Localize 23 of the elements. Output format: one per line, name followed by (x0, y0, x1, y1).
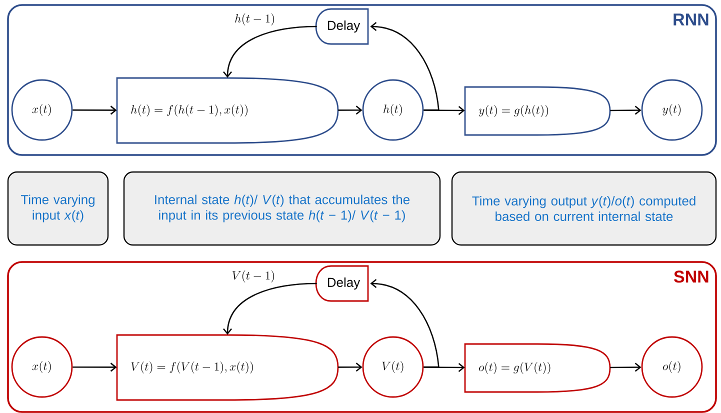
note-box: Internal state h(t)/ V(t) that accumulates the input in its previous state h(t − 1)/ V(t − 1) (123, 171, 441, 246)
delay-block: Delay (315, 265, 369, 302)
edge-label: $V(t-1)$ (232, 270, 274, 282)
arrow (610, 362, 642, 372)
panel (7, 261, 717, 413)
arrow (370, 279, 440, 368)
arrow (72, 106, 117, 115)
note-box: Time varying output y(t)/o(t) computed based on current internal state (451, 171, 717, 246)
arrow (223, 26, 317, 78)
arrow (424, 106, 465, 115)
arrow (338, 106, 362, 115)
panel (7, 4, 717, 156)
arrow (223, 282, 317, 335)
arrow (370, 22, 440, 111)
note-box: Time varying input x(t) (7, 171, 109, 246)
panel-title: RNN (674, 14, 708, 26)
delay-block: Delay (315, 8, 369, 45)
arrow (72, 362, 117, 372)
arrow (338, 362, 362, 372)
edge-label: $h(t-1)$ (235, 13, 274, 26)
arrow (424, 362, 465, 372)
arrow (610, 106, 642, 115)
panel-title: SNN (674, 270, 708, 283)
